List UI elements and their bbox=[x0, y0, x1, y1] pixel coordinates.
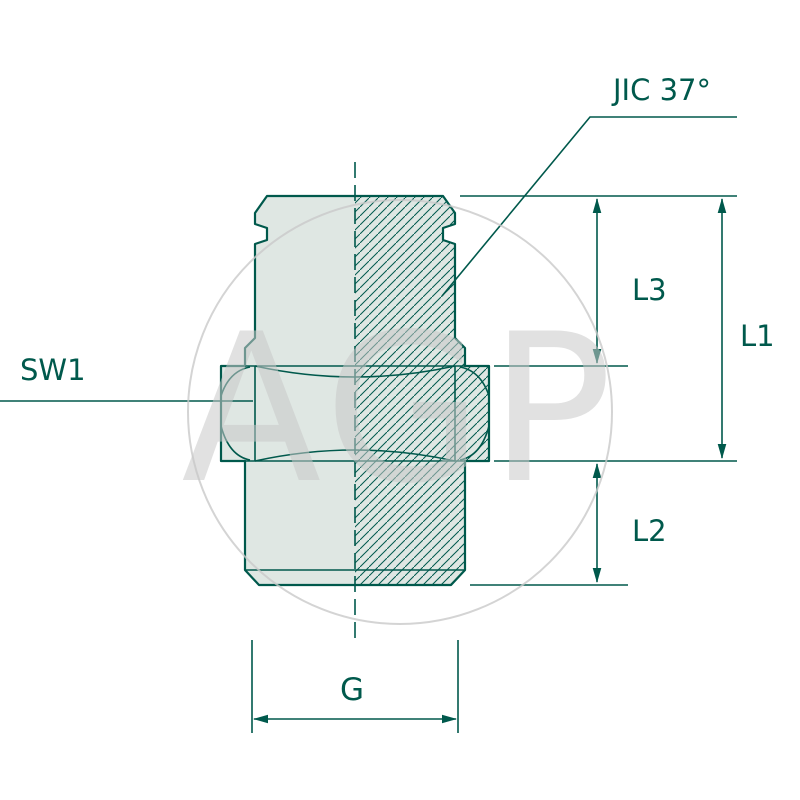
watermark-text: AGP bbox=[181, 291, 619, 529]
g-arrow-left bbox=[253, 714, 268, 724]
l3-label: L3 bbox=[632, 273, 667, 307]
dim-sw1: SW1 bbox=[0, 353, 253, 402]
l2-label: L2 bbox=[632, 514, 667, 548]
dim-l2: L2 bbox=[592, 463, 667, 583]
dim-g: G bbox=[251, 640, 459, 733]
watermark: AGP bbox=[181, 199, 619, 625]
g-label: G bbox=[340, 672, 364, 708]
jic-leader-line bbox=[441, 116, 737, 297]
l3-arrow-down bbox=[592, 349, 602, 364]
l2-arrow-down bbox=[592, 568, 602, 583]
l1-arrow-up bbox=[717, 198, 727, 213]
l3-arrow-up bbox=[592, 198, 602, 213]
dim-jic: JIC 37° bbox=[441, 73, 737, 297]
jic-label: JIC 37° bbox=[611, 73, 711, 107]
sw1-label: SW1 bbox=[20, 353, 86, 387]
fitting-outline bbox=[219, 194, 491, 587]
dim-l1: L1 bbox=[717, 198, 775, 459]
dim-l3: L3 bbox=[592, 198, 667, 364]
l1-label: L1 bbox=[740, 319, 775, 353]
extension-lines bbox=[460, 195, 737, 586]
watermark-circle bbox=[187, 199, 613, 625]
g-arrow-right bbox=[442, 714, 457, 724]
l2-arrow-up bbox=[592, 463, 602, 478]
l1-arrow-down bbox=[717, 444, 727, 459]
